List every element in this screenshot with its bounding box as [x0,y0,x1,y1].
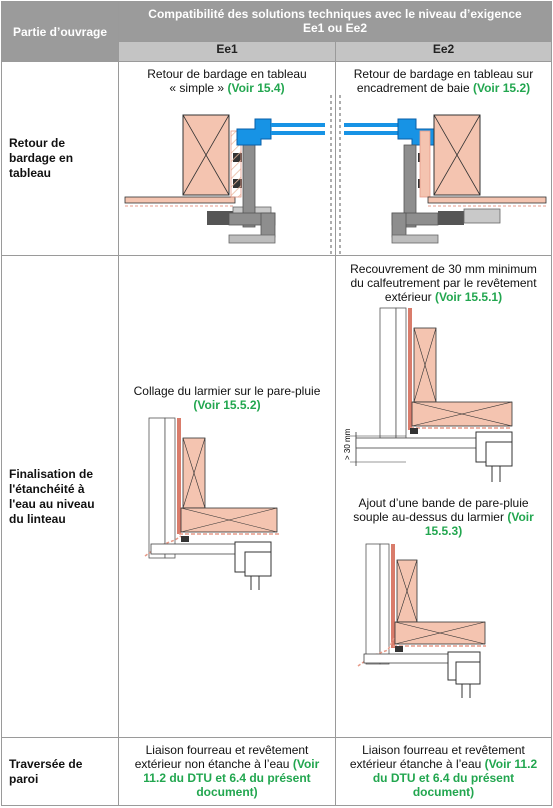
caption: Liaison fourreau et revêtement extérieur… [134,743,320,799]
row-label-finalisation-linteau: Finalisation de l'étanchéité à l'eau au … [1,255,119,738]
cell-ee1-retour: Retour de bardage en tableau « simple » … [118,61,336,256]
cell-ee2-linteau: Recouvrement de 30 mm minimum du calfeut… [334,255,553,738]
diagram-recouvrement-30mm: > 30 mm [343,307,513,482]
row-label-traversee-paroi: Traversée de paroi [1,737,119,806]
cell-ee2-traversee: Liaison fourreau et revêtement extérieur… [334,737,553,806]
diagram-bande-pare-pluie [357,543,486,698]
dimension-label: > 30 mm [343,428,352,460]
caption: Retour de bardage en tableau « simple » … [147,67,307,95]
caption-recouvrement: Recouvrement de 30 mm minimum du calfeut… [350,262,537,304]
caption: Retour de bardage en tableau sur encadre… [353,67,534,95]
header-ee2: Ee2 [334,41,553,62]
cell-ee1-traversee: Liaison fourreau et revêtement extérieur… [118,737,336,806]
header-ee1: Ee1 [118,41,336,62]
caption: Collage du larmier sur le pare-pluie (Vo… [133,384,321,412]
caption: Liaison fourreau et revêtement extérieur… [349,743,538,799]
row-label-retour-bardage: Retour de bardage en tableau [1,61,119,256]
cell-ee2-retour: Retour de bardage en tableau sur encadre… [334,61,553,256]
header-partie-ouvrage: Partie d’ouvrage [1,1,119,62]
header-compatibilite: Compatibilité des solutions techniques a… [117,1,553,42]
diagram-retour-encadrement [339,95,547,255]
diagram-retour-simple [124,95,332,255]
diagram-collage-larmier [144,417,279,590]
cell-ee1-linteau: Collage du larmier sur le pare-pluie (Vo… [118,255,336,738]
caption-bande-pare-pluie: Ajout d’une bande de pare-pluie souple a… [353,496,534,538]
